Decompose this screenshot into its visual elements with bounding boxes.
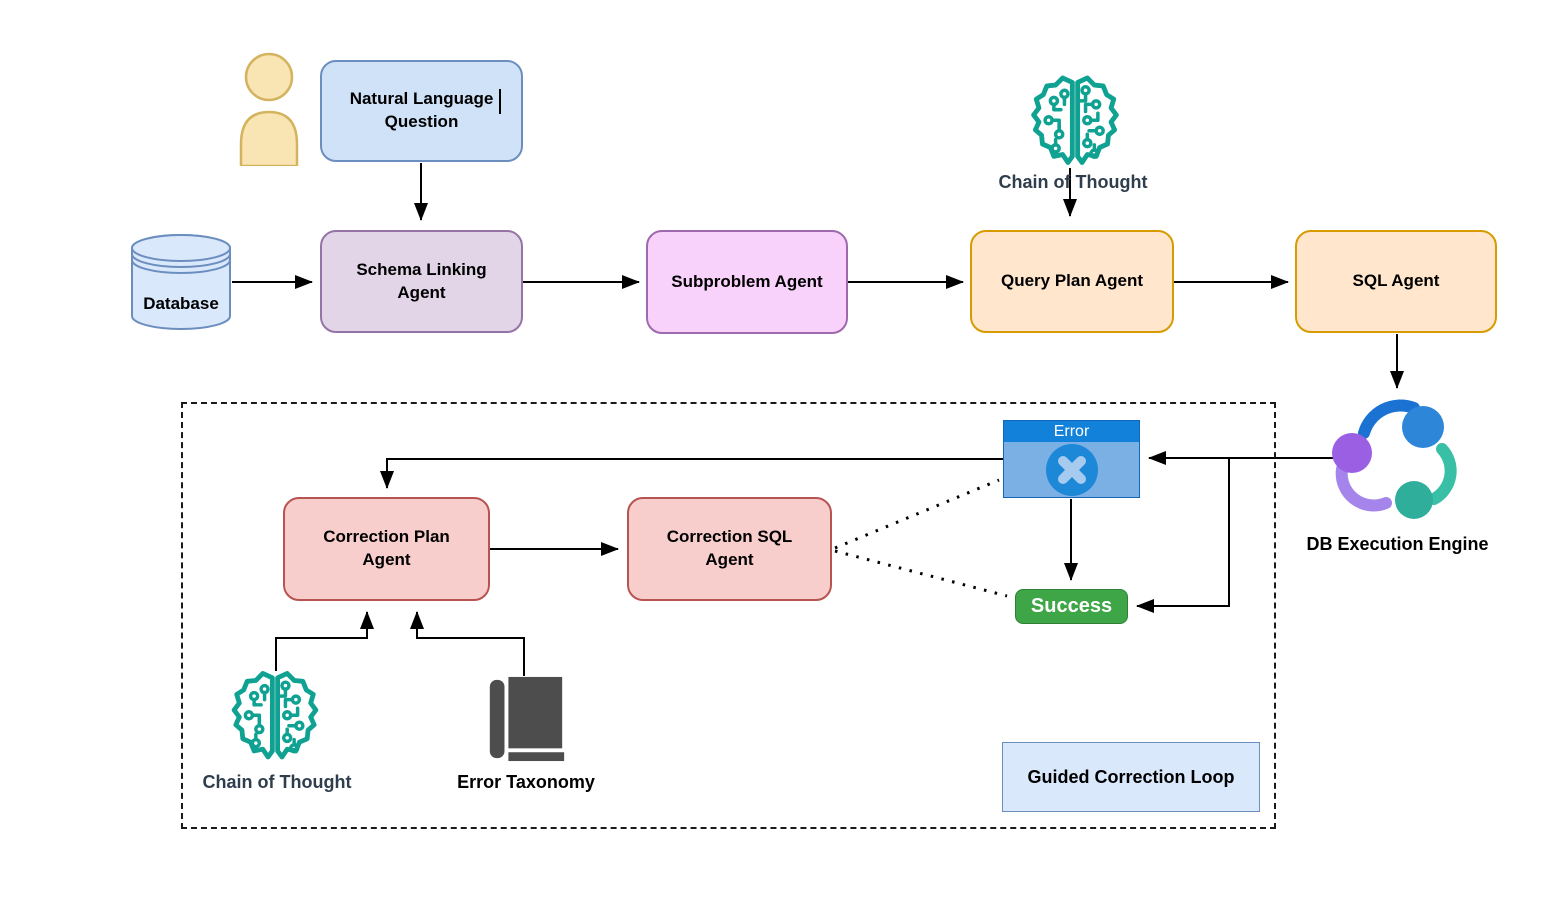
db-execution-engine-label: DB Execution Engine (1306, 534, 1489, 554)
node-database[interactable]: Database (130, 232, 232, 332)
sync-circles-icon (1332, 399, 1457, 519)
arrow-cot2-to-correctionplan (275, 611, 374, 671)
arrow-error-to-correctionplan (380, 458, 1003, 489)
error-taxonomy-label: Error Taxonomy (457, 772, 595, 792)
dotted-correctionsql-to-error (834, 478, 1000, 550)
x-circle-icon (1045, 443, 1098, 496)
database-cylinder-icon (131, 234, 231, 330)
guided-correction-loop-container (181, 402, 1276, 829)
book-icon (489, 676, 565, 762)
node-label: Natural Language Question (349, 89, 494, 131)
node-label: Database (143, 294, 219, 313)
node-label: SQL Agent (1352, 271, 1440, 291)
node-label: Correction SQL Agent (666, 527, 793, 569)
dotted-correctionsql-to-success (834, 549, 1008, 598)
success-label: Success (1030, 595, 1113, 617)
node-label: Query Plan Agent (1000, 271, 1143, 291)
node-schema-linking-agent[interactable]: Schema Linking Agent (320, 230, 523, 333)
node-correction-sql-agent[interactable]: Correction SQL Agent (627, 497, 832, 601)
node-label: Correction Plan Agent (323, 527, 450, 569)
node-label: Subproblem Agent (671, 271, 823, 291)
success-badge[interactable]: Success (1015, 589, 1128, 624)
error-window[interactable]: Error (1003, 420, 1140, 498)
guided-correction-loop-box[interactable]: Guided Correction Loop (1002, 742, 1260, 812)
node-query-plan-agent[interactable]: Query Plan Agent (970, 230, 1174, 333)
error-window-body (1004, 442, 1139, 497)
node-subproblem-agent[interactable]: Subproblem Agent (646, 230, 848, 334)
error-window-title: Error (1004, 421, 1139, 442)
arrow-taxonomy-to-correctionplan (410, 611, 525, 676)
node-sql-agent[interactable]: SQL Agent (1295, 230, 1497, 333)
node-label: Schema Linking Agent (356, 259, 487, 302)
chain-of-thought-bottom-label: Chain of Thought (202, 772, 352, 792)
guided-correction-loop-label: Guided Correction Loop (1027, 766, 1235, 787)
chain-of-thought-top-label: Chain of Thought (998, 172, 1148, 192)
node-correction-plan-agent[interactable]: Correction Plan Agent (283, 497, 490, 601)
arrow-dbengine-to-success (1136, 458, 1230, 613)
circuit-brain-icon (231, 671, 319, 760)
text-cursor (499, 89, 501, 114)
circuit-brain-icon (1031, 75, 1119, 165)
node-natural-language-question[interactable]: Natural Language Question (320, 60, 523, 162)
person-icon (239, 52, 299, 166)
